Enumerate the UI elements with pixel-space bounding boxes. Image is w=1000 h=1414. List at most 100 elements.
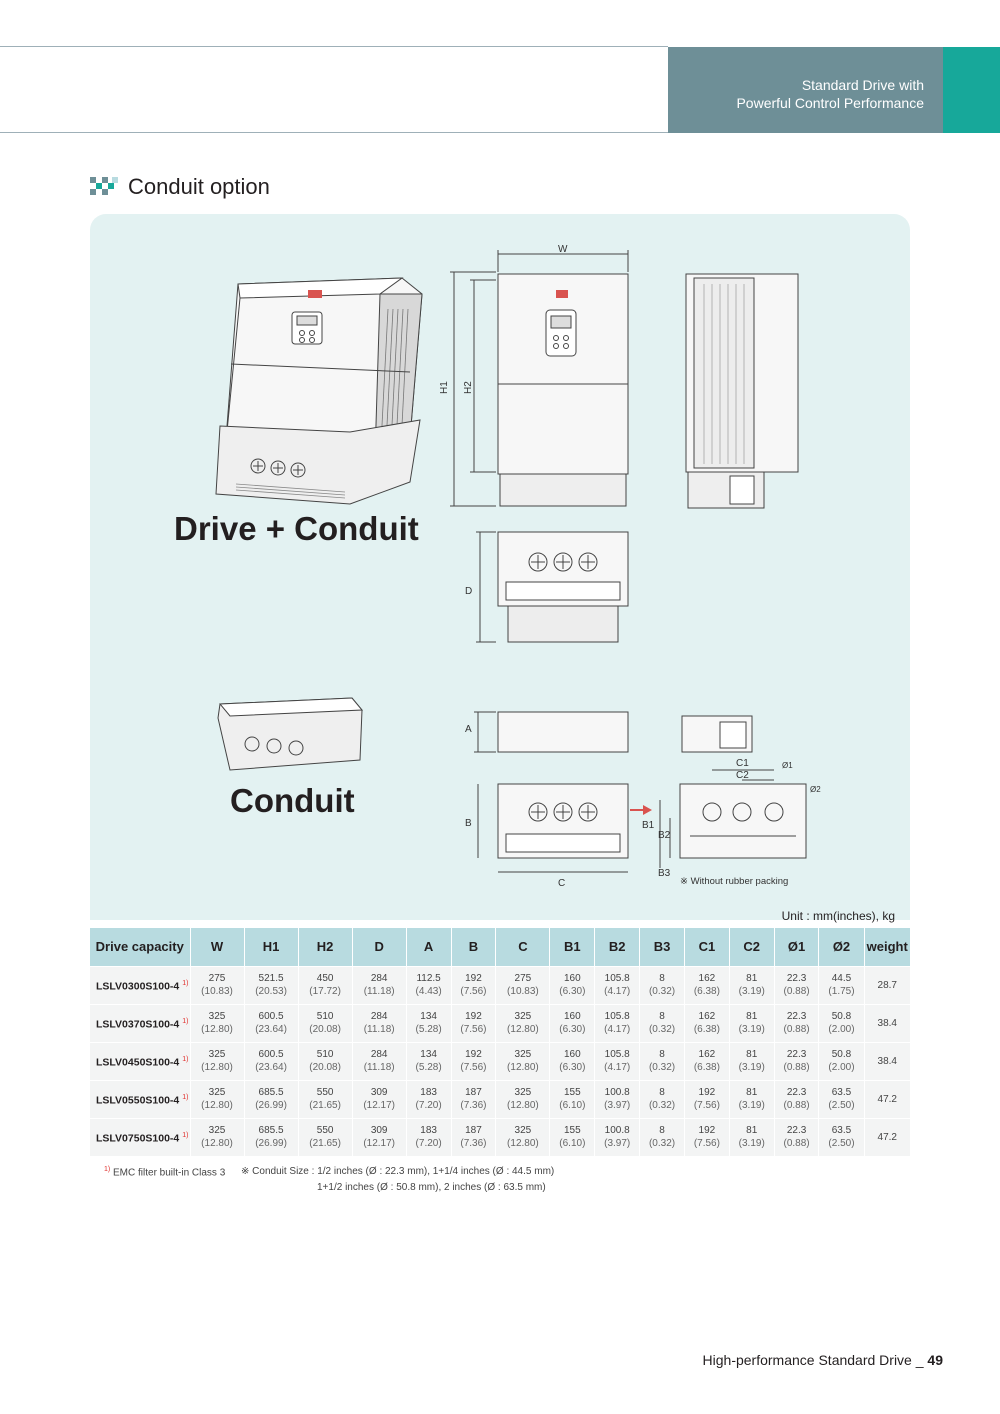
- cell-value-inch: (11.18): [363, 1024, 395, 1035]
- header-tagline-line1: Standard Drive with: [801, 77, 924, 93]
- cell-value-mm: 81: [746, 1087, 758, 1098]
- cell-value-inch: (7.56): [460, 1024, 487, 1035]
- cell-value-mm: 550: [316, 1087, 334, 1098]
- table-cell: 187(7.36): [451, 1079, 497, 1118]
- table-cell: 81(3.19): [729, 1041, 775, 1080]
- cell-value-mm: 187: [465, 1125, 482, 1137]
- cell-value-mm: 284: [370, 973, 388, 984]
- cell-value-mm: 162: [698, 973, 716, 984]
- cell-value-inch: (3.19): [738, 1138, 765, 1150]
- model-name: LSLV0750S100-4: [96, 1132, 180, 1145]
- cell-value-inch: (3.97): [604, 1138, 631, 1150]
- model-cell: LSLV0450S100-4 1): [90, 1041, 191, 1080]
- cell-value-mm: 325: [514, 1125, 532, 1137]
- weight-cell: 47.2: [864, 1079, 910, 1118]
- dim-label-c: C: [558, 878, 565, 889]
- model-cell: LSLV0300S100-4 1): [90, 965, 191, 1004]
- table-cell: 187(7.36): [451, 1117, 497, 1156]
- table-cell: 50.8(2.00): [818, 1041, 865, 1080]
- cell-value-mm: 450: [316, 973, 334, 984]
- dim-label-d: D: [465, 586, 472, 597]
- cell-value-inch: (20.53): [255, 986, 287, 997]
- table-cell: 521.5 (20.53): [244, 965, 299, 1004]
- cell-value-mm: 325: [514, 1087, 532, 1098]
- table-cell: 160(6.30): [549, 1041, 596, 1080]
- cell-value-mm: 521.5: [258, 973, 284, 984]
- cell-value-inch: (0.88): [783, 1024, 810, 1035]
- cell-value-mm: 22.3: [786, 1011, 807, 1022]
- cell-value-inch: (4.17): [604, 1062, 631, 1073]
- cell-value-inch: (21.65): [309, 1138, 341, 1150]
- header-top-rule: [0, 46, 668, 47]
- cell-value-mm: 160: [564, 973, 581, 984]
- cell-value-mm: 192: [465, 1011, 482, 1022]
- table-row: LSLV0370S100-4 1)325(12.80)600.5(23.64)5…: [90, 1003, 910, 1042]
- cell-value-inch: (21.65): [309, 1100, 341, 1111]
- table-cell: 192(7.56): [684, 1117, 730, 1156]
- cell-value-inch: (0.32): [648, 1138, 676, 1150]
- footnote-mark: 1): [182, 1017, 189, 1025]
- cell-value-inch: (3.19): [738, 1100, 765, 1111]
- cell-value-mm: 600.5: [258, 1011, 284, 1022]
- cell-value-inch: (7.36): [460, 1100, 487, 1111]
- table-cell: 309(12.17): [352, 1117, 407, 1156]
- table-cell: 685.5(26.99): [244, 1117, 299, 1156]
- table-cell: 105.8(4.17): [594, 965, 641, 1004]
- checker-bullet-icon: [90, 177, 118, 195]
- cell-value-mm: 50.8: [831, 1011, 852, 1022]
- page-number: 49: [927, 1352, 943, 1368]
- cell-value-inch: (20.08): [309, 1062, 341, 1073]
- cell-value-mm: 192: [465, 1049, 482, 1060]
- cell-value-mm: 8: [659, 973, 665, 984]
- table-cell: 550 (21.65): [298, 1079, 353, 1118]
- cell-value-mm: 510: [316, 1049, 334, 1060]
- header-o2: Ø2: [818, 928, 865, 966]
- cell-value-mm: 192: [698, 1087, 716, 1098]
- cell-value-mm: 550: [316, 1125, 334, 1137]
- cell-value-mm: 192: [698, 1125, 716, 1137]
- table-row: LSLV0300S100-4 1)275(10.83)521.5(20.53)4…: [90, 965, 910, 1004]
- model-name: LSLV0300S100-4: [96, 980, 180, 993]
- cell-value-mm: 134: [420, 1049, 437, 1060]
- header-b1: B1: [549, 928, 596, 966]
- table-cell: 325(12.80): [190, 1041, 245, 1080]
- spec-table-header-row: Drive capacity W H1 H2 D A B C B1 B2 B3 …: [90, 928, 910, 966]
- cell-value-inch: (7.20): [415, 1138, 442, 1150]
- cell-value-mm: 685.5: [258, 1087, 284, 1098]
- cell-value-inch: (12.80): [507, 1024, 539, 1035]
- cell-value-mm: 63.5: [831, 1087, 852, 1098]
- header-o1: Ø1: [774, 928, 820, 966]
- cell-value-inch: (6.30): [559, 986, 586, 997]
- cell-value-inch: (6.30): [559, 1024, 586, 1035]
- conduit-isometric-drawing: [217, 697, 364, 771]
- drive-side-view: [685, 273, 799, 509]
- header-w: W: [190, 928, 245, 966]
- header-c1: C1: [684, 928, 730, 966]
- cell-value-mm: 325: [208, 1049, 226, 1060]
- cell-value-inch: (12.17): [363, 1138, 395, 1150]
- cell-value-inch: (6.38): [693, 1024, 720, 1035]
- cell-value-mm: 22.3: [786, 1125, 807, 1137]
- cell-value-mm: 325: [208, 1011, 226, 1022]
- cell-value-mm: 275: [208, 973, 226, 984]
- cell-value-inch: (12.80): [201, 1100, 233, 1111]
- cell-value-inch: (0.88): [783, 1138, 810, 1150]
- cell-value-mm: 8: [659, 1125, 665, 1137]
- cell-value-mm: 325: [514, 1049, 532, 1060]
- table-cell: 450(17.72): [298, 965, 353, 1004]
- drive-conduit-label: Drive + Conduit: [174, 510, 419, 547]
- cell-value-inch: (7.56): [460, 986, 487, 997]
- section-title: Conduit option: [128, 174, 270, 199]
- cell-value-inch: (4.43): [415, 986, 442, 997]
- cell-value-inch: (4.17): [604, 986, 631, 997]
- cell-value-inch: (3.97): [604, 1100, 631, 1111]
- conduit-hole-layout: [659, 769, 807, 868]
- footer-text: High-performance Standard Drive _: [702, 1352, 924, 1368]
- table-cell: 275(10.83): [190, 965, 245, 1004]
- cell-value-inch: (11.18): [363, 986, 395, 997]
- header-b3: B3: [639, 928, 685, 966]
- cell-value-inch: (4.17): [604, 1024, 631, 1035]
- cell-value-inch: (10.83): [507, 986, 539, 997]
- cell-value-mm: 325: [208, 1125, 226, 1137]
- table-cell: 81 (3.19): [729, 1079, 775, 1118]
